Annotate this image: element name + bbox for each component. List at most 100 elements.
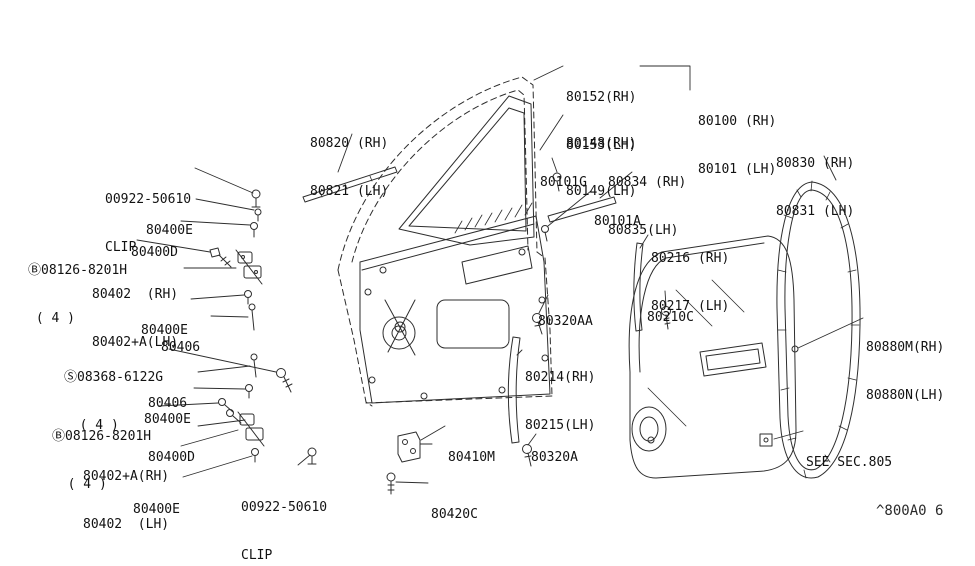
clip-80400D-1-icon bbox=[250, 222, 258, 238]
clip-00922-top-icon bbox=[251, 189, 261, 208]
screw-80420C-icon bbox=[386, 472, 396, 495]
inner-panel-drawing bbox=[359, 202, 551, 404]
label-line: 80420C bbox=[431, 507, 478, 522]
door-glass-drawing bbox=[398, 95, 535, 246]
part-label-80210C: 80210C bbox=[647, 278, 694, 358]
label-line: 80834 (RH) bbox=[608, 175, 687, 190]
label-line: 80820 (RH) bbox=[310, 136, 389, 151]
weatherstrip-drawing bbox=[776, 180, 861, 479]
label-line: SEE SEC.805 bbox=[806, 455, 893, 470]
left-hardware-icons bbox=[209, 189, 317, 465]
label-line: 80216 (RH) bbox=[651, 251, 730, 266]
label-line: 80410M bbox=[448, 450, 495, 465]
run-channel-drawing bbox=[507, 336, 521, 444]
part-label-80152: 80152(RH) 80153(LH) bbox=[566, 58, 636, 186]
bolt-80101G-icon bbox=[552, 172, 562, 192]
label-line: 80406 bbox=[148, 396, 188, 411]
label-line: 80153(LH) bbox=[566, 138, 637, 153]
label-line: ^800A0 6 bbox=[876, 503, 944, 519]
label-line: 80101G bbox=[540, 175, 587, 190]
label-line: 80821 (LH) bbox=[310, 184, 389, 199]
belt-molding-drawing bbox=[547, 196, 617, 223]
part-label-80320A: 80320A bbox=[531, 418, 578, 498]
label-line: ( 4 ) bbox=[52, 477, 107, 492]
part-label-00922-top: 00922-50610 CLIP bbox=[105, 160, 191, 288]
part-label-80830: 80830 (RH) 80831 (LH) bbox=[776, 124, 854, 252]
label-line: ( 4 ) bbox=[28, 311, 75, 326]
screw-80320A-icon bbox=[522, 444, 532, 467]
part-label-80410M: 80410M bbox=[448, 418, 495, 498]
label-line: 80880N(LH) bbox=[866, 388, 945, 403]
hinge-80402-lower-icon bbox=[237, 411, 265, 447]
label-line: 80320A bbox=[531, 450, 578, 465]
label-line: 00922-50610 bbox=[241, 500, 328, 515]
label-line: 80152(RH) bbox=[566, 90, 637, 105]
label-line: 80835(LH) bbox=[608, 223, 679, 238]
bolt-08126-2-icon bbox=[218, 398, 242, 424]
leader-lines bbox=[136, 65, 864, 484]
label-line: CLIP bbox=[241, 548, 273, 563]
clip-80400E-2-icon bbox=[244, 290, 252, 305]
label-line: 80402 (LH) bbox=[83, 517, 170, 532]
screw-80320AA-icon bbox=[532, 313, 543, 335]
part-label-80820: 80820 (RH) 80821 (LH) bbox=[310, 104, 388, 232]
part-label-80400E-4: 80400E bbox=[133, 470, 180, 550]
label-line: 80400D bbox=[148, 450, 195, 465]
label-line: 80406 bbox=[161, 340, 201, 355]
part-label-80216: 80216 (RH) 80217 (LH) bbox=[651, 219, 729, 347]
label-line: 80400E bbox=[133, 502, 180, 517]
label-line: 80402+A(RH) bbox=[83, 469, 170, 484]
part-label-80400D-1: 80400D bbox=[131, 213, 178, 293]
part-label-00922-bottom: 00922-50610 CLIP bbox=[241, 468, 327, 566]
part-label-80834: 80834 (RH) 80835(LH) bbox=[608, 143, 686, 271]
label-line: 80210C bbox=[647, 310, 694, 325]
part-label-80400E-2: 80400E bbox=[141, 291, 188, 371]
clip-00922-bottom-icon bbox=[307, 447, 317, 465]
see-section-note: SEE SEC.805 bbox=[806, 423, 892, 503]
bolt-80101A-icon bbox=[541, 225, 549, 242]
label-line: 80402+A(LH) bbox=[92, 335, 179, 350]
part-label-80148: 80148(RH) 80149(LH) bbox=[566, 104, 636, 232]
part-label-80101A: 80101A bbox=[594, 182, 641, 262]
label-line: 80149(LH) bbox=[566, 184, 637, 199]
part-label-80420C: 80420C bbox=[431, 475, 478, 555]
part-label-80400E-1: 80400E bbox=[146, 191, 193, 271]
part-label-80880M: 80880M(RH) 80880N(LH) bbox=[866, 308, 944, 436]
clip-80400E-4-icon bbox=[251, 448, 259, 463]
pin-80406-1-icon bbox=[248, 303, 256, 331]
label-line: 80101 (LH) bbox=[698, 162, 777, 177]
label-line: Ⓑ08126-8201H bbox=[28, 263, 128, 278]
label-line: ( 4 ) bbox=[64, 418, 119, 433]
bracket-80410M-drawing bbox=[397, 431, 433, 463]
screw-80210C-icon bbox=[661, 306, 671, 330]
rear-sash-drawing bbox=[633, 242, 644, 332]
part-label-80402-upper: 80402 (RH) 80402+A(LH) bbox=[92, 255, 178, 383]
front-molding-drawing bbox=[302, 166, 398, 203]
label-line: 80400D bbox=[131, 245, 178, 260]
label-line: 80214(RH) bbox=[525, 370, 596, 385]
label-line: 80400E bbox=[146, 223, 193, 238]
part-label-80406-2: 80406 bbox=[148, 364, 187, 444]
label-line: 80320AA bbox=[538, 314, 593, 329]
part-label-80100: 80100 (RH) 80101 (LH) bbox=[698, 82, 776, 210]
pin-80406-2-icon bbox=[250, 353, 258, 378]
label-line: 80880M(RH) bbox=[866, 340, 945, 355]
label-line: 80215(LH) bbox=[525, 418, 596, 433]
label-line: Ⓢ08368-6122G bbox=[64, 370, 164, 385]
part-label-08126-2: Ⓑ08126-8201H ( 4 ) bbox=[52, 397, 151, 525]
part-label-80406-1: 80406 bbox=[161, 308, 200, 388]
diagram-code: ^800A0 6 bbox=[876, 503, 943, 519]
label-line: 80400E bbox=[141, 323, 188, 338]
bolt-08126-1-icon bbox=[209, 247, 232, 268]
label-line: CLIP bbox=[105, 240, 137, 255]
label-line: Ⓑ08126-8201H bbox=[52, 429, 152, 444]
label-line: 80830 (RH) bbox=[776, 156, 855, 171]
part-label-80101G: 80101G bbox=[540, 143, 587, 223]
label-line: 80831 (LH) bbox=[776, 204, 855, 219]
label-line: 80402 (RH) bbox=[92, 287, 179, 302]
label-line: 80100 (RH) bbox=[698, 114, 777, 129]
part-label-80214: 80214(RH) 80215(LH) bbox=[525, 338, 595, 466]
screw-08368-icon bbox=[276, 368, 293, 393]
